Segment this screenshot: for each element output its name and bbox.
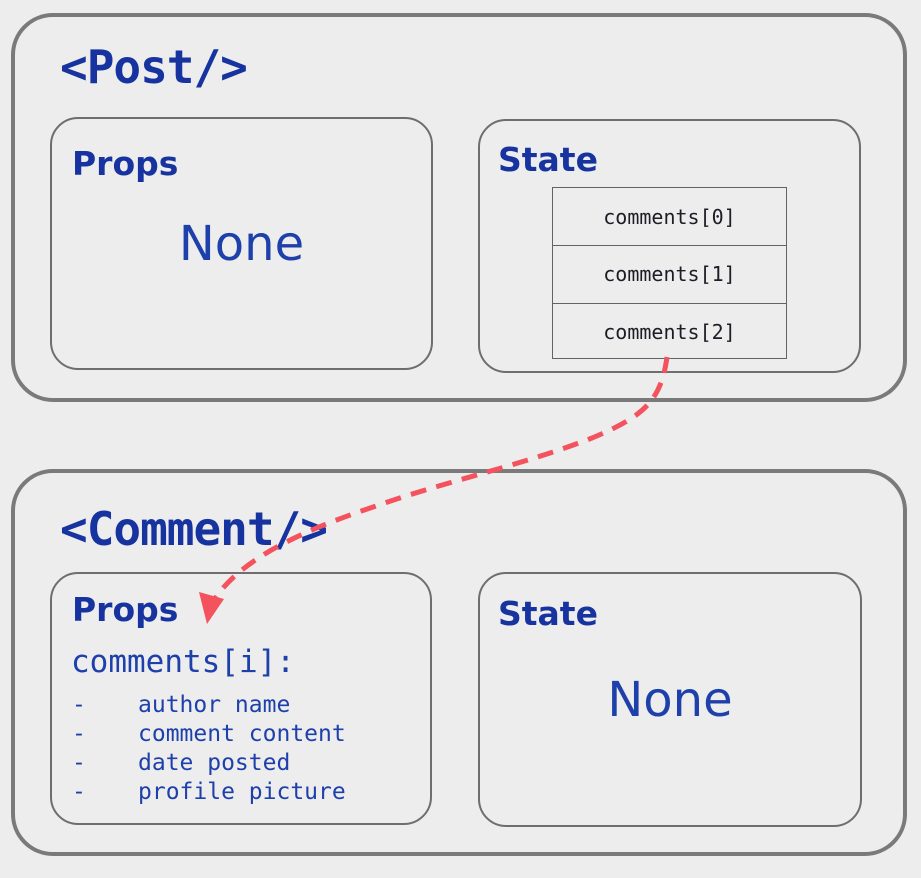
list-item: - profile picture: [72, 778, 346, 807]
list-item-text: comment content: [138, 721, 346, 747]
state-cell-label: comments[0]: [603, 204, 736, 229]
comment-props-label: Props: [72, 590, 179, 629]
post-state-box: [478, 119, 861, 373]
comment-state-box: None: [478, 572, 862, 827]
dash-bullet: -: [72, 692, 86, 718]
comment-props-list: - author name - comment content - date p…: [72, 691, 346, 807]
table-row: comments[0]: [553, 188, 786, 245]
comment-state-label: State: [498, 594, 598, 633]
comment-state-value: None: [607, 671, 733, 728]
list-item: - comment content: [72, 720, 346, 749]
dash-bullet: -: [72, 750, 86, 776]
post-props-value: None: [178, 215, 305, 272]
list-item: - author name: [72, 691, 346, 720]
comment-title: <Comment/>: [60, 502, 328, 556]
comment-props-code: comments[i]:: [71, 644, 295, 680]
post-state-label: State: [498, 140, 598, 179]
list-item: - date posted: [72, 749, 346, 778]
post-title: <Post/>: [60, 40, 248, 94]
list-item-text: date posted: [138, 750, 291, 776]
post-props-label: Props: [72, 144, 179, 183]
table-row: comments[2]: [553, 302, 786, 360]
list-item-text: author name: [138, 692, 291, 718]
state-cell-label: comments[1]: [603, 262, 736, 287]
table-row: comments[1]: [553, 245, 786, 302]
dash-bullet: -: [72, 779, 86, 805]
dash-bullet: -: [72, 721, 86, 747]
comments-state-table: comments[0] comments[1] comments[2]: [552, 187, 787, 359]
list-item-text: profile picture: [138, 779, 346, 805]
state-cell-label: comments[2]: [603, 319, 736, 344]
